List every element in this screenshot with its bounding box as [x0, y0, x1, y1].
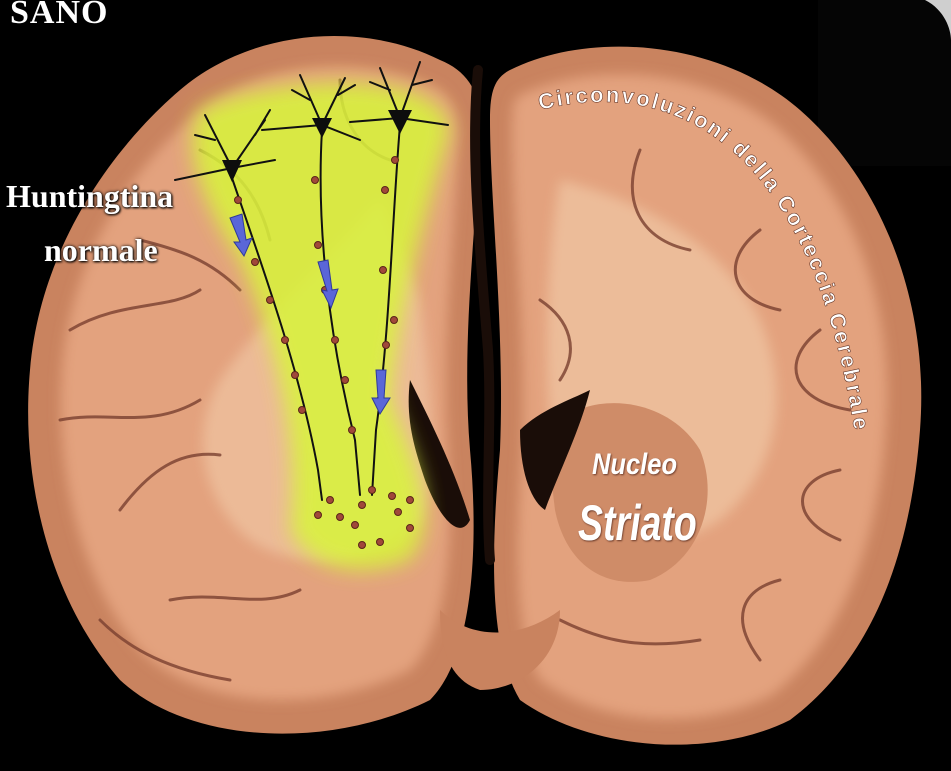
corner-inset-image — [818, 0, 951, 166]
nucleus-label-line1: Nucleo — [592, 448, 677, 482]
protein-label-line2: normale — [44, 232, 158, 269]
condition-label: SANO — [10, 0, 108, 32]
protein-label-line1: Huntingtina — [6, 178, 173, 215]
nucleus-label-line2: Striato — [578, 494, 697, 552]
